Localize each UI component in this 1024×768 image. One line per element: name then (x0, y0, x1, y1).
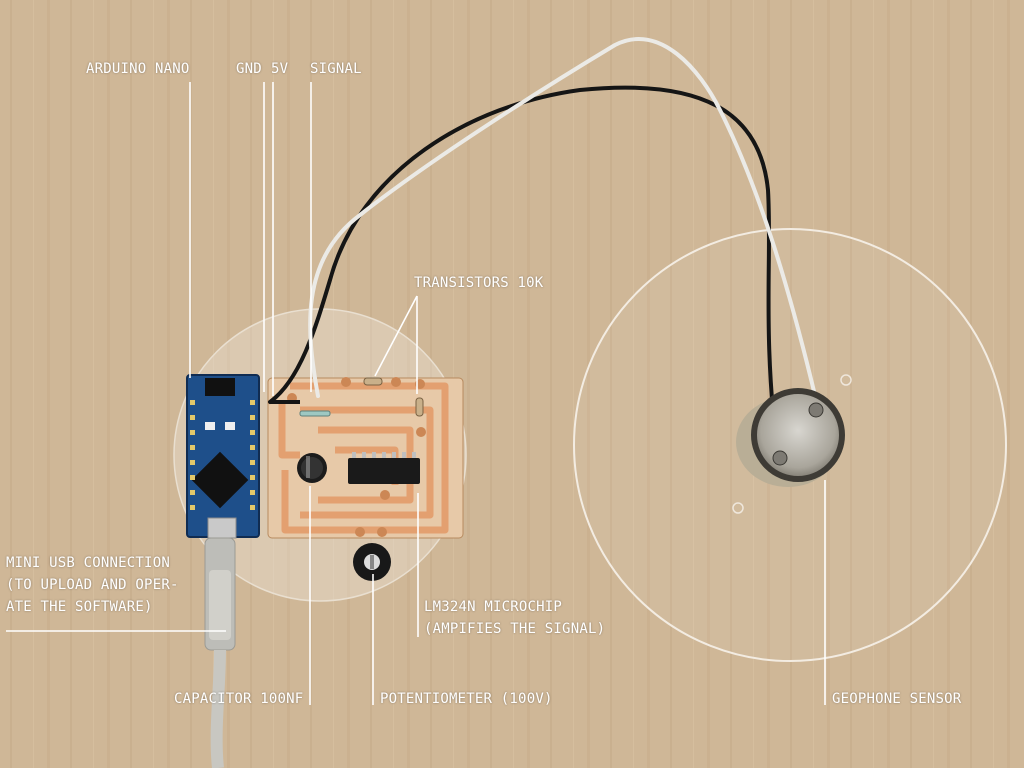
label-geophone-sensor: GEOPHONE SENSOR (832, 691, 962, 707)
disc-hole-1 (840, 374, 852, 386)
geophone-sensor (736, 388, 845, 487)
label-transistors: TRANSISTORS 10K (414, 275, 544, 291)
label-gnd: GND (236, 61, 262, 77)
disc-hole-2 (732, 502, 744, 514)
black-wire (268, 85, 780, 462)
label-potentiometer: POTENTIOMETER (100V) (380, 691, 553, 707)
arduino-nano-board (186, 374, 260, 539)
resistors (299, 377, 424, 417)
white-wire (308, 37, 820, 410)
lm324n-chip (348, 452, 420, 484)
label-lm324n: LM324N MICROCHIP (AMPIFIES THE SIGNAL) (424, 599, 606, 637)
label-capacitor: CAPACITOR 100NF (174, 691, 304, 707)
leader-transistors-a (374, 295, 418, 377)
label-arduino-nano: ARDUINO NANO (86, 61, 190, 77)
label-mini-usb: MINI USB CONNECTION (TO UPLOAD AND OPER-… (6, 555, 179, 615)
usb-cable (204, 537, 236, 768)
potentiometer (353, 543, 391, 581)
label-5v: 5V (271, 61, 289, 77)
capacitor (297, 453, 327, 483)
label-signal: SIGNAL (310, 61, 362, 77)
